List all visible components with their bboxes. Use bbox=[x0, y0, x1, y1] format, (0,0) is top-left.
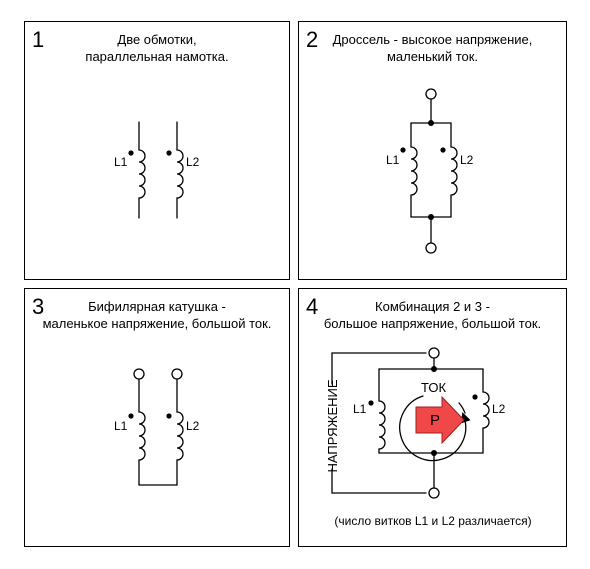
coil-l2 bbox=[482, 368, 490, 454]
panel-caption: Две обмотки, параллельная намотка. bbox=[25, 31, 289, 65]
voltage-bracket bbox=[331, 352, 427, 494]
power-arrow-icon bbox=[415, 395, 465, 445]
coil-l1 bbox=[138, 378, 146, 486]
junction-bottom bbox=[428, 214, 434, 220]
panel-4-combination: 4 Комбинация 2 и 3 - большое напряжение,… bbox=[298, 288, 567, 547]
panel-number: 4 bbox=[306, 294, 319, 319]
label-l1: L1 bbox=[386, 153, 400, 167]
panel-3-schematic: L1 L2 bbox=[114, 368, 200, 486]
coil-l1 bbox=[138, 121, 146, 219]
caption-line-2: маленькое напряжение, большой ток. bbox=[42, 316, 272, 331]
caption-line-2: маленький ток. bbox=[386, 49, 479, 64]
polarity-dot-l1 bbox=[128, 413, 134, 419]
panel-4-schematic: L1 L2 ТОК НАПРЯЖЕНИЕ P (число витков L1 … bbox=[325, 347, 532, 528]
terminal-top bbox=[425, 88, 437, 100]
panel-1-schematic: L1 L2 bbox=[114, 121, 200, 219]
coil-l1 bbox=[410, 122, 418, 218]
panel-caption: Бифилярная катушка - маленькое напряжени… bbox=[25, 298, 289, 332]
label-l2: L2 bbox=[460, 153, 474, 167]
caption-line-1: Комбинация 2 и 3 - bbox=[375, 299, 490, 314]
current-label: ТОК bbox=[421, 380, 446, 395]
panel-number: 3 bbox=[32, 294, 45, 319]
footnote: (число витков L1 и L2 различается) bbox=[334, 514, 531, 528]
terminal-l2 bbox=[171, 368, 183, 380]
label-l2: L2 bbox=[186, 155, 200, 169]
terminal-top bbox=[428, 347, 440, 359]
panel-1-parallel-winding: 1 Две обмотки, параллельная намотка. L1 … bbox=[24, 21, 290, 280]
polarity-dot-l2 bbox=[440, 147, 446, 153]
polarity-dot-l2 bbox=[166, 150, 172, 156]
panel-2-schematic: L1 L2 bbox=[386, 88, 474, 254]
panel-caption: Комбинация 2 и 3 - большое напряжение, б… bbox=[299, 298, 566, 332]
caption-line-1: Дроссель - высокое напряжение, bbox=[332, 32, 533, 47]
label-l1: L1 bbox=[114, 419, 128, 433]
polarity-dot-l1 bbox=[128, 150, 134, 156]
coil-l2 bbox=[450, 122, 458, 218]
polarity-dot-l1 bbox=[368, 400, 374, 406]
caption-line-1: Бифилярная катушка - bbox=[88, 299, 226, 314]
junction-top bbox=[428, 120, 434, 126]
panel-3-bifilar: 3 Бифилярная катушка - маленькое напряже… bbox=[24, 288, 290, 547]
caption-line-2: большое напряжение, большой ток. bbox=[323, 316, 542, 331]
coil-l2 bbox=[176, 121, 184, 219]
panel-2-choke: 2 Дроссель - высокое напряжение, маленьк… bbox=[298, 21, 567, 280]
terminal-bottom bbox=[425, 242, 437, 254]
polarity-dot-l2 bbox=[472, 394, 478, 400]
voltage-label: НАПРЯЖЕНИЕ bbox=[325, 379, 340, 472]
coil-l2 bbox=[176, 378, 184, 486]
label-l1: L1 bbox=[114, 155, 128, 169]
terminal-bottom bbox=[428, 487, 440, 499]
polarity-dot-l2 bbox=[166, 413, 172, 419]
terminal-l1 bbox=[133, 368, 145, 380]
current-loop bbox=[399, 395, 471, 462]
junction-bottom bbox=[431, 450, 437, 456]
panel-number: 1 bbox=[32, 27, 45, 52]
panel-caption: Дроссель - высокое напряжение, маленький… bbox=[299, 31, 566, 65]
label-l2: L2 bbox=[492, 402, 506, 416]
polarity-dot-l1 bbox=[400, 147, 406, 153]
caption-line-1: Две обмотки, bbox=[117, 32, 197, 47]
junction-top bbox=[431, 366, 437, 372]
panel-number: 2 bbox=[306, 27, 319, 52]
power-label: P bbox=[430, 412, 440, 429]
caption-line-2: параллельная намотка. bbox=[85, 49, 229, 64]
label-l2: L2 bbox=[186, 419, 200, 433]
coil-l1 bbox=[378, 368, 386, 454]
label-l1: L1 bbox=[353, 402, 367, 416]
